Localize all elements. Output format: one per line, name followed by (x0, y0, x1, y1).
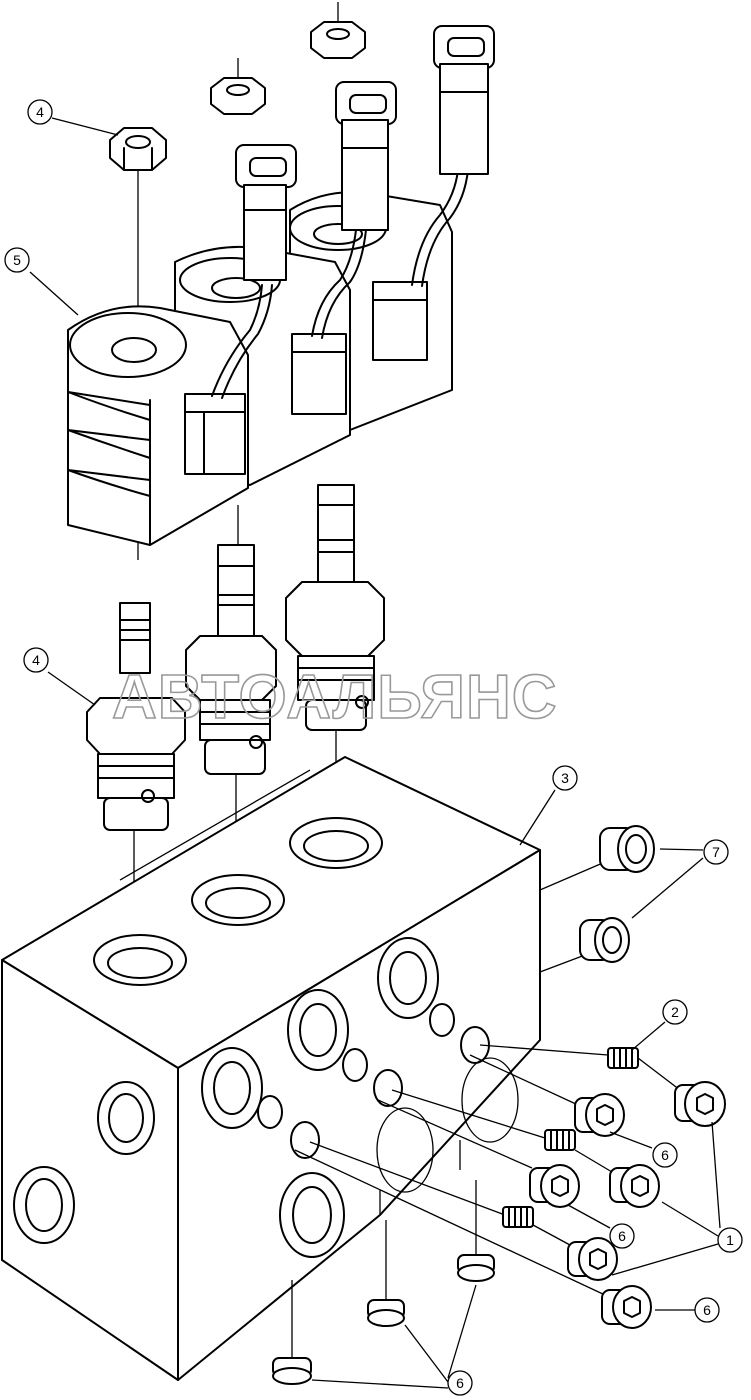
cartridge-right (285, 484, 385, 731)
nut-top-right (310, 2, 366, 59)
setscrew-upper (479, 1044, 639, 1069)
bottom-plug-b (367, 1220, 405, 1327)
plug-lower (539, 917, 630, 973)
hex-plug-b (469, 1054, 625, 1137)
svg-text:3: 3 (561, 770, 569, 786)
bottom-plug-c (272, 1280, 312, 1385)
plug-upper (539, 825, 655, 891)
svg-text:5: 5 (13, 252, 21, 268)
callout-4-top: 4 (27, 99, 53, 125)
coil-front (67, 305, 249, 546)
nut-top-center (210, 58, 266, 115)
callout-6-right: 6 (694, 1297, 720, 1323)
hex-plug-a (637, 1057, 726, 1127)
watermark-text: АВТОАЛЬЯНС (112, 663, 558, 732)
callout-3: 3 (552, 765, 578, 791)
callout-6-bottom: 6 (447, 1370, 473, 1396)
leader-lines (29, 117, 721, 1389)
callout-1: 1 (717, 1227, 743, 1253)
callout-5: 5 (4, 247, 30, 273)
hex-plug-f (294, 1149, 652, 1329)
svg-text:6: 6 (618, 1228, 626, 1244)
svg-text:4: 4 (32, 652, 40, 668)
cartridge-center (185, 544, 277, 775)
svg-text:1: 1 (726, 1232, 734, 1248)
svg-text:7: 7 (712, 844, 720, 860)
svg-text:6: 6 (456, 1375, 464, 1391)
callout-6-middle: 6 (609, 1223, 635, 1249)
connector-right (411, 25, 495, 287)
svg-text:6: 6 (703, 1302, 711, 1318)
callout-7: 7 (703, 839, 729, 865)
hex-plug-e (532, 1224, 618, 1281)
hex-plug-c (574, 1149, 660, 1208)
setscrew-lower (309, 1141, 534, 1228)
setscrew-middle (391, 1089, 576, 1151)
svg-text:4: 4 (36, 104, 44, 120)
bottom-plug-a (457, 1180, 495, 1282)
valve-block (1, 756, 541, 1381)
hex-plug-d (377, 1099, 580, 1208)
svg-text:2: 2 (671, 1004, 679, 1020)
cartridge-left (86, 505, 239, 831)
svg-text:6: 6 (661, 1147, 669, 1163)
connector-left (211, 144, 297, 399)
callout-4-lower: 4 (23, 647, 49, 673)
callout-6-upper: 6 (652, 1142, 678, 1168)
callout-2: 2 (662, 999, 688, 1025)
connector-center (311, 81, 397, 339)
